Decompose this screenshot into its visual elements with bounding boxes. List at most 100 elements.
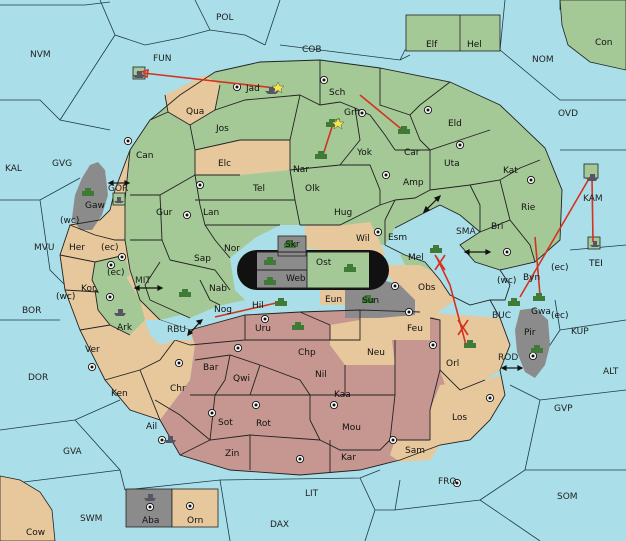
label-nar: Nar (293, 165, 309, 175)
label-tei: TEI (588, 259, 603, 269)
sea-label-cob: COB (302, 45, 322, 55)
sea-label-fun: FUN (153, 54, 172, 64)
label-grh: Grh (344, 108, 360, 118)
label-rie: Rie (521, 203, 536, 213)
sea-label-kam: KAM (583, 194, 603, 204)
sea-label-fro: FRO (438, 477, 457, 487)
label-amp: Amp (403, 178, 424, 188)
label-eld: Eld (448, 119, 462, 129)
sea-label-ovd: OVD (558, 109, 578, 119)
supply-centers (87, 75, 538, 512)
territory-ost (307, 252, 369, 288)
label-zin: Zin (225, 449, 239, 459)
label-nab: Nab (209, 284, 227, 294)
sea-label-swm: SWM (80, 514, 102, 524)
inner-sea (385, 205, 510, 305)
territory-ark (95, 275, 145, 335)
sea-label-rod: ROD (498, 353, 518, 363)
sea-label-gvp: GVP (554, 404, 573, 414)
territory-orn (171, 488, 219, 528)
label-hil: Hil (252, 301, 264, 311)
label-qwi: Qwi (233, 374, 250, 384)
land-ring-north (125, 60, 562, 320)
tank-icon (531, 345, 543, 353)
label-chr: Chr (170, 384, 186, 394)
label-ost: Ost (316, 258, 332, 268)
label-eun: Eun (325, 295, 342, 305)
tank-icon (533, 293, 545, 301)
territory-obs-area (420, 312, 510, 390)
label-nil: Nil (315, 370, 327, 380)
sea-label-alt: ALT (603, 367, 619, 377)
coast-label-wc: (wc) (497, 276, 516, 286)
tank-icon (344, 264, 356, 272)
label-obs: Obs (418, 283, 436, 293)
territory-box-elf-hel (405, 14, 501, 52)
label-pir: Pir (524, 328, 536, 338)
label-uta: Uta (444, 159, 460, 169)
tank-icon (362, 295, 374, 303)
label-gaw: Gaw (85, 201, 105, 211)
star-icon (271, 81, 285, 94)
territory-qua (165, 75, 220, 125)
label-kar: Kar (341, 453, 356, 463)
label-kaa: Kaa (334, 390, 351, 400)
label-yok: Yok (356, 148, 373, 158)
coast-label-wc: (wc) (60, 216, 79, 226)
fleet-icon (590, 241, 600, 247)
inner-sea-west (145, 320, 192, 345)
label-rot: Rot (256, 419, 271, 429)
label-jos: Jos (215, 124, 229, 134)
sea-label-rbu: RBU (167, 325, 186, 335)
passage-arrows (107, 180, 524, 371)
tank-icon (398, 126, 410, 134)
label-bar: Bar (203, 363, 219, 373)
label-mou: Mou (342, 423, 361, 433)
tank-icon (430, 245, 442, 253)
fleet-icon (114, 309, 126, 316)
label-sam: Sam (405, 446, 425, 456)
coast-label-ec: (ec) (107, 268, 125, 278)
sea-label-som: SOM (557, 492, 578, 502)
fleet-icon (133, 71, 145, 78)
label-hug: Hug (334, 208, 352, 218)
label-ken: Ken (111, 389, 128, 399)
tank-icon (82, 188, 94, 196)
label-jad: Jad (245, 84, 260, 94)
label-wil: Wil (356, 234, 370, 244)
territory-elc (195, 140, 290, 175)
sea-label-dor: DOR (28, 373, 48, 383)
sea-label-kal: KAL (5, 164, 22, 174)
label-can: Can (136, 151, 154, 161)
label-ark: Ark (117, 323, 133, 333)
fleet-icon (164, 436, 176, 443)
label-car: Car (404, 148, 420, 158)
label-uru: Uru (255, 324, 271, 334)
label-ver: Ver (85, 345, 100, 355)
territory-kor-fringe (92, 255, 130, 292)
sea-labels: POL NVM FUN COB NOM OVD KAL GVG GOR KAM … (5, 13, 619, 530)
tank-icon (292, 322, 304, 330)
fleet-icon (144, 494, 156, 501)
tank-icon (315, 151, 327, 159)
fleet-icon (114, 197, 124, 203)
label-aba: Aba (142, 516, 159, 526)
label-kor: Kor (81, 284, 96, 294)
label-bri: Bri (491, 222, 503, 232)
label-her: Her (69, 243, 85, 253)
label-kat: Kat (503, 166, 518, 176)
sea-label-buc: BUC (492, 311, 511, 321)
label-sap: Sap (194, 254, 211, 264)
territory-sam (390, 440, 440, 462)
label-byn: Byn (523, 273, 540, 283)
sea-label-lit: LIT (305, 489, 319, 499)
territory-los (430, 375, 505, 445)
label-elc: Elc (218, 159, 231, 169)
label-los: Los (452, 413, 467, 423)
label-hel: Hel (467, 40, 482, 50)
coast-label-ec: (ec) (101, 243, 119, 253)
label-olk: Olk (305, 184, 321, 194)
label-chp: Chp (298, 348, 316, 358)
label-orl: Orl (446, 359, 459, 369)
fleet-icon (586, 174, 598, 181)
